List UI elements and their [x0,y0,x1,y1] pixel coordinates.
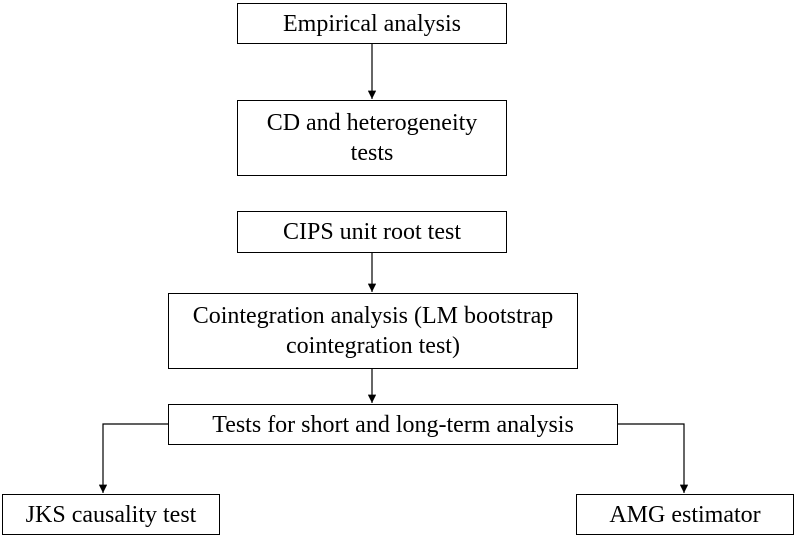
cd-heterogeneity-label-line1: CD and heterogeneity [266,110,478,136]
jks-causality-test-box: JKS causality test [2,494,220,535]
cointegration-label-line1: Cointegration analysis (LM bootstrap [192,303,554,329]
short-long-term-tests-box: Tests for short and long-term analysis [168,404,618,445]
jks-causality-test-label: JKS causality test [25,501,197,528]
empirical-analysis-box: Empirical analysis [237,3,507,44]
arrow-tests-to-jks [98,423,168,493]
cips-unit-root-test-label: CIPS unit root test [282,219,462,245]
empirical-analysis-label: Empirical analysis [283,10,461,37]
amg-estimator-label: AMG estimator [609,501,761,528]
cips-unit-root-test-box: CIPS unit root test [237,211,507,253]
amg-estimator-box: AMG estimator [576,494,794,535]
cd-heterogeneity-tests-box: CD and heterogeneity tests [237,100,507,176]
short-long-term-tests-label: Tests for short and long-term analysis [212,411,574,438]
cointegration-label-line2: cointegration test) [286,333,460,359]
cd-heterogeneity-label-line2: tests [350,140,394,166]
arrow-tests-to-amg [618,423,689,493]
cointegration-analysis-box: Cointegration analysis (LM bootstrap coi… [168,293,578,369]
